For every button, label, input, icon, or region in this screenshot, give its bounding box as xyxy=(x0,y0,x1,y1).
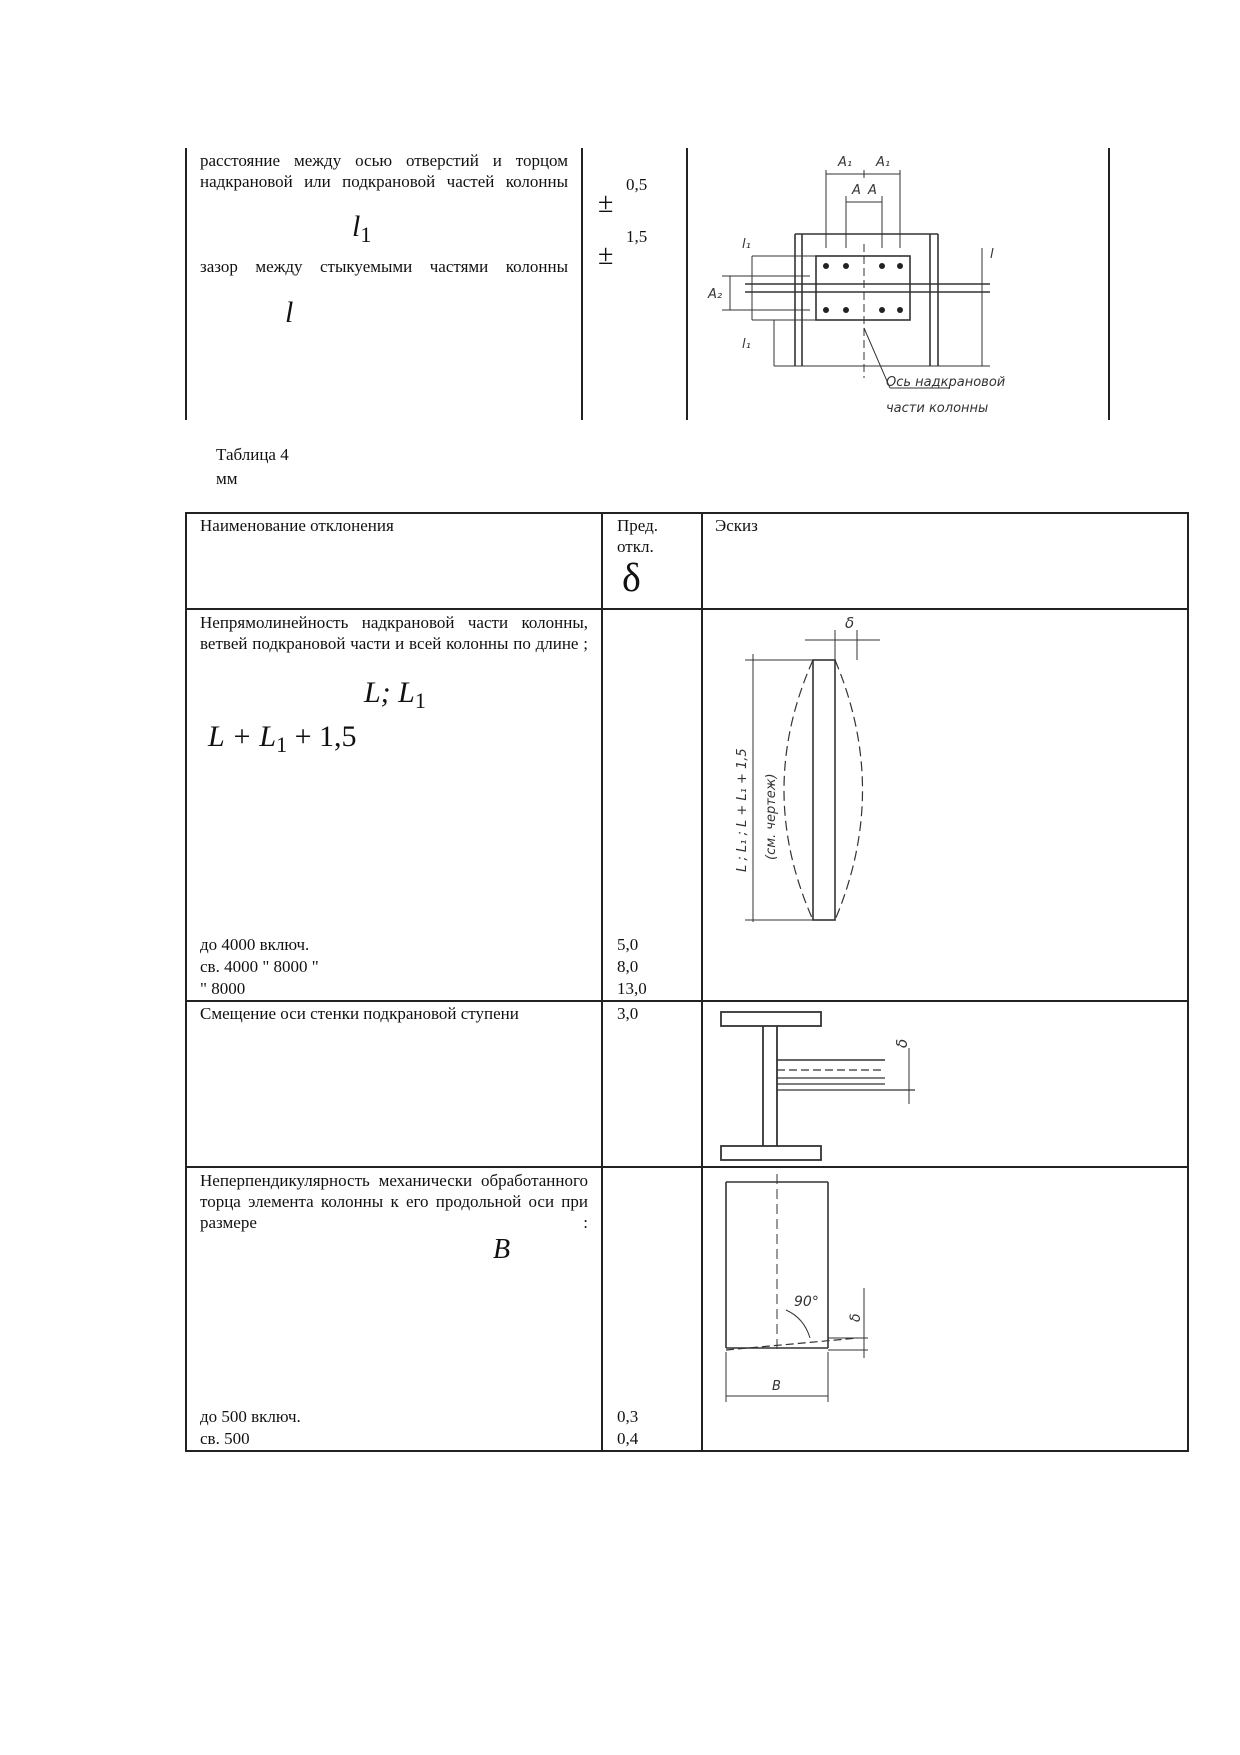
bolt-hole xyxy=(843,263,849,269)
i-beam-sketch: δ xyxy=(720,1011,915,1161)
label-l1-bottom: l₁ xyxy=(742,337,751,352)
label-l-right: l xyxy=(990,247,994,262)
tol-pm-2: ± xyxy=(598,240,614,271)
row1-text: Непрямолинейность надкрановой части коло… xyxy=(200,613,588,653)
header-limit: Пред. откл. xyxy=(617,516,658,556)
bolt-hole xyxy=(843,307,849,313)
row3-range-2: св. 500 xyxy=(200,1429,250,1448)
header-name: Наименование отклонения xyxy=(200,516,394,535)
row1-formula-1: L; L1 xyxy=(364,676,426,713)
column-body xyxy=(812,659,836,921)
bottom-flange xyxy=(720,1145,822,1161)
row3-sketch-delta: δ xyxy=(848,1313,864,1322)
row1-sketch-delta: δ xyxy=(845,614,854,632)
bow-curve xyxy=(834,659,864,921)
row1-sketch-dim-2: (см. чертеж) xyxy=(764,773,779,860)
row1-range-1: до 4000 включ. xyxy=(200,935,310,954)
top-var-l1: l1 xyxy=(352,210,372,247)
leader-line xyxy=(863,327,891,389)
row3-range-1: до 500 включ. xyxy=(200,1407,301,1426)
label-a-left: A xyxy=(851,183,861,198)
label-a1-right: A₁ xyxy=(875,155,890,170)
top-flange xyxy=(720,1011,822,1027)
row1-sketch-dim-1: L ; L₁ ; L + L₁ + 1,5 xyxy=(735,748,750,872)
bolt-hole xyxy=(823,307,829,313)
tol-value-2: 1,5 xyxy=(626,227,648,246)
bow-curve xyxy=(783,659,814,921)
label-a1-left: A₁ xyxy=(837,155,852,170)
label-axis-line1: Ось надкрановой xyxy=(886,375,1005,390)
row3-sketch-angle: 90° xyxy=(794,1294,819,1310)
bolt-hole xyxy=(897,263,903,269)
header-delta: δ xyxy=(622,555,641,600)
top-row-text-2: зазор между стыкуемыми частями колонны xyxy=(200,257,568,276)
top-var-l: l xyxy=(285,296,294,329)
row1-formula-2: L + L1 + 1,5 xyxy=(208,720,357,757)
splice-plate-sketch: A₁ A₁ A A l₁ A₂ l₁ l Ось надкрановой час… xyxy=(707,155,1005,416)
table-caption: Таблица 4 xyxy=(216,445,289,464)
row2-value: 3,0 xyxy=(617,1004,639,1023)
row2-text: Смещение оси стенки подкрановой ступени xyxy=(200,1004,519,1023)
tol-pm-1: ± xyxy=(598,188,614,219)
angle-arc xyxy=(785,1309,811,1339)
label-a-right: A xyxy=(867,183,877,198)
row1-value-3: 13,0 xyxy=(617,979,647,998)
row1-value-2: 8,0 xyxy=(617,957,639,976)
row1-range-2: св. 4000 " 8000 " xyxy=(200,957,319,976)
splice-plate xyxy=(815,255,911,321)
bolt-hole xyxy=(879,307,885,313)
end-face-sketch: 90° δ B xyxy=(725,1174,868,1402)
table-units: мм xyxy=(216,469,238,488)
bolt-hole xyxy=(823,263,829,269)
row3-var-b: B xyxy=(493,1234,511,1265)
row3-sketch-b: B xyxy=(772,1379,781,1394)
tilted-face xyxy=(725,1337,859,1351)
header-sketch: Эскиз xyxy=(715,516,758,535)
row1-value-1: 5,0 xyxy=(617,935,639,954)
bolt-hole xyxy=(897,307,903,313)
bolt-hole xyxy=(879,263,885,269)
top-row-text-1: расстояние между осью отверстий и торцом… xyxy=(200,151,568,191)
column-bow-sketch: δ L ; L₁ ; L + L₁ + 1,5 (см. чертеж) xyxy=(735,614,880,922)
tol-value-1: 0,5 xyxy=(626,175,648,194)
row2-sketch-delta: δ xyxy=(893,1039,911,1048)
row1-range-3: " 8000 xyxy=(200,979,246,998)
label-l1-top: l₁ xyxy=(742,237,751,252)
row3-value-1: 0,3 xyxy=(617,1407,639,1426)
row3-value-2: 0,4 xyxy=(617,1429,639,1448)
label-a2: A₂ xyxy=(707,287,722,302)
label-axis-line2: части колонны xyxy=(886,401,988,416)
row3-text: Неперпендикулярность механически обработ… xyxy=(200,1171,588,1232)
